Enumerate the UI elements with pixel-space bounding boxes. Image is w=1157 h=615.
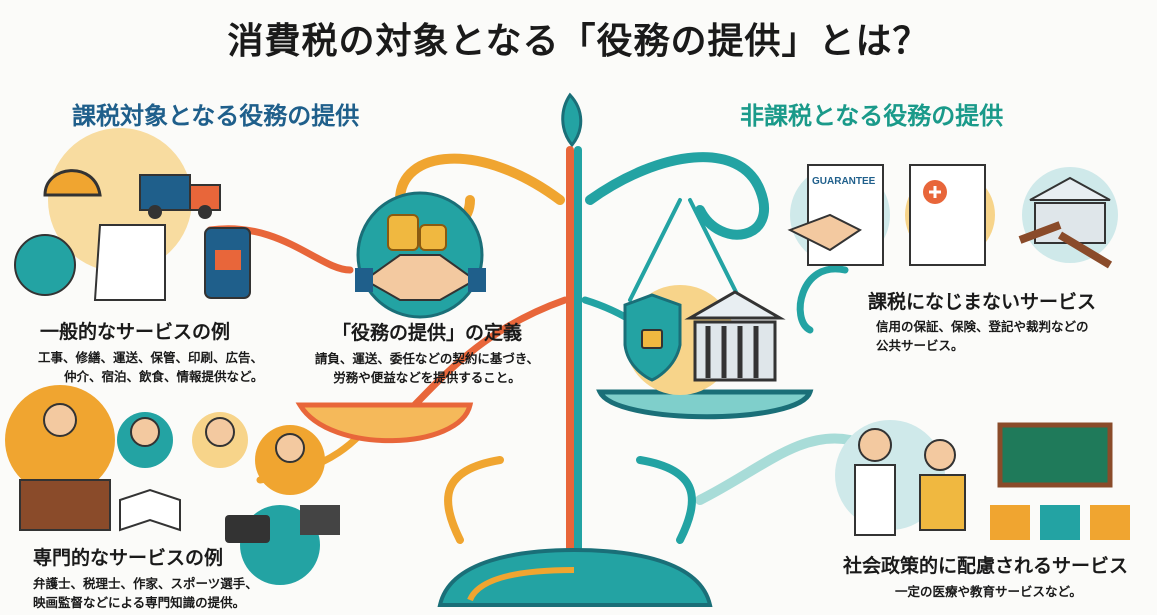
non-taxable-heading: 非課税となる役務の提供	[740, 102, 1004, 130]
professional-services-heading: 専門的なサービスの例	[33, 547, 224, 569]
right-pan	[596, 389, 814, 420]
general-services-block: 一般的なサービスの例 工事、修繕、運送、保管、印刷、広告、 仲介、宿泊、飲食、情…	[38, 317, 264, 386]
definition-line-2: 労務や便益などを提供すること。	[333, 370, 521, 385]
definition-block: 「役務の提供」の定義 請負、運送、委任などの契約に基づき、 労務や便益などを提供…	[312, 318, 542, 387]
scale-base	[437, 547, 713, 607]
professional-line-1: 弁護士、税理士、作家、スポーツ選手、	[33, 576, 258, 591]
professional-line-2: 映画監督などによる専門知識の提供。	[33, 595, 246, 610]
social-services-heading: 社会政策的に配慮されるサービス	[843, 555, 1129, 577]
left-bowl	[295, 402, 474, 444]
general-services-heading: 一般的なサービスの例	[40, 321, 231, 343]
taxable-heading: 課税対象となる役務の提供	[72, 102, 360, 130]
social-services-icons	[835, 420, 1130, 540]
professional-services-icons	[5, 385, 340, 585]
page-title: 消費税の対象となる「役務の提供」とは？	[227, 21, 930, 62]
definition-line-1: 請負、運送、委任などの契約に基づき、	[314, 351, 540, 366]
non-taxable-line-2: 公共サービス。	[876, 338, 964, 353]
non-taxable-services-heading: 課税になじまないサービス	[868, 291, 1097, 313]
definition-heading: 「役務の提供」の定義	[331, 322, 522, 344]
social-line-1: 一定の医療や教育サービスなど。	[895, 584, 1082, 599]
professional-services-block: 専門的なサービスの例 弁護士、税理士、作家、スポーツ選手、 映画監督などによる専…	[33, 543, 258, 612]
guarantee-label: GUARANTEE	[812, 176, 876, 187]
social-services-block: 社会政策的に配慮されるサービス 一定の医療や教育サービスなど。	[843, 551, 1128, 601]
non-taxable-services-block: 課税になじまないサービス 信用の保証、保険、登記や裁判などの 公共サービス。	[868, 287, 1096, 355]
handshake-coins-icon	[355, 191, 486, 319]
general-line-2: 仲介、宿泊、飲食、情報提供など。	[64, 369, 264, 384]
general-services-icons	[14, 128, 251, 301]
shield-bank-icon	[623, 285, 786, 395]
non-taxable-icons: GUARANTEE	[787, 164, 1118, 269]
general-line-1: 工事、修繕、運送、保管、印刷、広告、	[38, 350, 264, 365]
non-taxable-line-1: 信用の保証、保険、登記や裁判などの	[876, 319, 1089, 334]
